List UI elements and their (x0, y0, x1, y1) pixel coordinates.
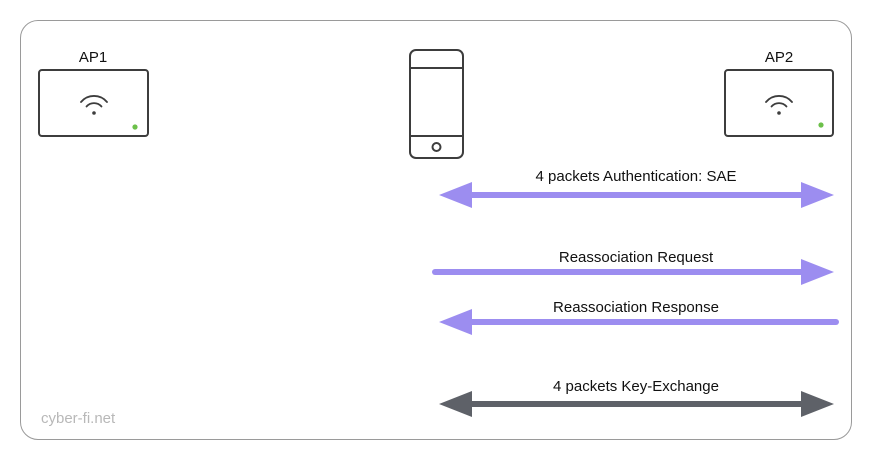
message-label: 4 packets Authentication: SAE (536, 168, 737, 185)
ap1: AP1 (38, 49, 149, 137)
arrow-right (432, 259, 834, 285)
double-arrow (439, 391, 834, 417)
message-key-exchange: 4 packets Key-Exchange (439, 378, 834, 417)
wifi-router-icon (38, 69, 149, 137)
ap1-label: AP1 (79, 49, 107, 66)
wifi-router-icon (724, 69, 834, 137)
message-sae-authentication: 4 packets Authentication: SAE (439, 168, 834, 208)
message-label: Reassociation Request (559, 249, 714, 266)
message-label: 4 packets Key-Exchange (553, 378, 719, 395)
arrow-left (439, 309, 839, 335)
message-reassociation-request: Reassociation Request (432, 249, 834, 285)
ap2: AP2 (724, 49, 834, 137)
double-arrow (439, 182, 834, 208)
smartphone-icon (409, 49, 464, 159)
ap2-status-led (818, 122, 824, 128)
message-label: Reassociation Response (553, 299, 719, 316)
message-reassociation-response: Reassociation Response (439, 299, 839, 335)
watermark: cyber-fi.net (41, 410, 116, 427)
ap2-label: AP2 (765, 49, 793, 66)
ap1-status-led (132, 124, 138, 130)
